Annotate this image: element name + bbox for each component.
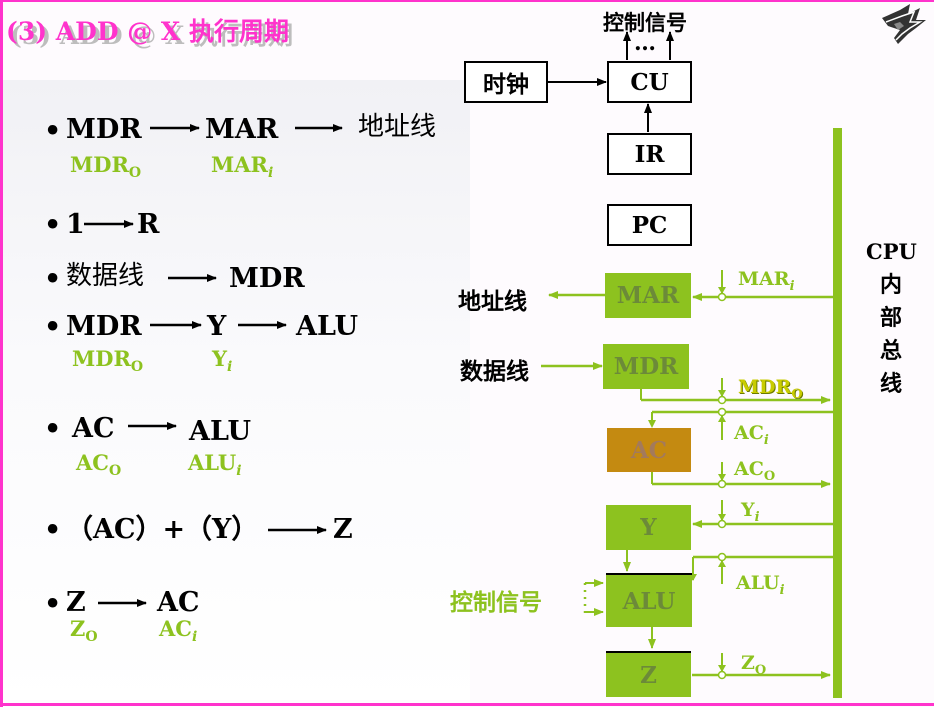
step1-address-bus: 地址线	[358, 112, 437, 142]
alu-box: ALU	[606, 573, 692, 627]
bullet-2: •	[44, 210, 62, 241]
clock-box: 时钟	[464, 61, 548, 103]
step1-mar-in: MARi	[211, 152, 274, 182]
step4-mdr: MDR	[66, 311, 142, 342]
cu-signals-ellipsis: …	[634, 30, 656, 56]
step4-alu: ALU	[296, 311, 359, 342]
cpu-internal-bus	[833, 128, 842, 698]
bus-label-char-4: 线	[880, 372, 903, 397]
slide-title: (3) ADD @ X 执行周期	[6, 17, 290, 46]
step7-z: Z	[66, 587, 86, 618]
bus-label-char-3: 总	[880, 339, 903, 364]
mdr-box: MDR	[603, 344, 689, 389]
bullet-1: •	[44, 116, 62, 147]
step2-one: 1	[66, 209, 85, 240]
step7-z-out: ZO	[70, 616, 98, 646]
bus-label-char-2: 部	[880, 306, 903, 331]
y-box: Y	[606, 505, 691, 550]
step3-mdr: MDR	[229, 263, 305, 294]
bullet-3: •	[44, 264, 62, 295]
step3-data-bus: 数据线	[66, 261, 145, 291]
cu-control-signals-label: 控制信号	[603, 11, 687, 35]
pc-box: PC	[607, 204, 692, 246]
signal-mdr-out: MDRO	[738, 376, 803, 402]
step2-r: R	[137, 209, 160, 240]
mar-box: MAR	[605, 273, 691, 318]
step6-sum: （AC）+（Y）	[66, 514, 259, 545]
step5-ac-out: ACO	[76, 450, 122, 480]
step4-y: Y	[207, 311, 227, 342]
bullet-6: •	[44, 515, 62, 546]
step7-ac: AC	[157, 587, 200, 618]
bus-label-char-1: 内	[880, 273, 903, 298]
signal-ac-out: ACO	[734, 458, 776, 484]
signal-ac-in: ACi	[734, 422, 769, 448]
ac-box: AC	[607, 428, 691, 472]
slide-border-bottom	[0, 703, 934, 706]
z-box: Z	[606, 651, 691, 697]
step6-z: Z	[333, 514, 353, 545]
left-panel-background	[0, 80, 470, 707]
slide-border-top	[0, 0, 934, 2]
step7-ac-in: ACi	[159, 616, 198, 646]
ir-box: IR	[607, 133, 692, 175]
step4-y-in: Yi	[212, 346, 233, 376]
alu-control-label: 控制信号	[450, 590, 542, 616]
step1-mar: MAR	[205, 114, 279, 145]
step5-alu-in: ALUi	[188, 450, 242, 480]
title-shadow: (3) ADD @ X 执行周期	[10, 21, 294, 50]
step5-ac: AC	[72, 413, 115, 444]
signal-z-out: ZO	[741, 652, 767, 678]
bullet-7: •	[44, 589, 62, 620]
signal-mar-in: MARi	[738, 268, 795, 294]
step5-alu: ALU	[189, 416, 252, 447]
signal-alu-in: ALUi	[736, 572, 785, 598]
cu-box: CU	[607, 61, 692, 103]
bullet-4: •	[44, 312, 62, 343]
slide-border-left	[0, 0, 3, 707]
step1-mdr-out: MDRO	[70, 152, 142, 182]
bullet-5: •	[44, 414, 62, 445]
address-bus-label: 地址线	[458, 289, 527, 315]
step1-mdr: MDR	[66, 114, 142, 145]
signal-y-in: Yi	[741, 499, 760, 525]
step4-mdr-out: MDRO	[72, 346, 144, 376]
bus-label-cpu: CPU	[866, 239, 917, 264]
data-bus-label: 数据线	[460, 359, 529, 385]
